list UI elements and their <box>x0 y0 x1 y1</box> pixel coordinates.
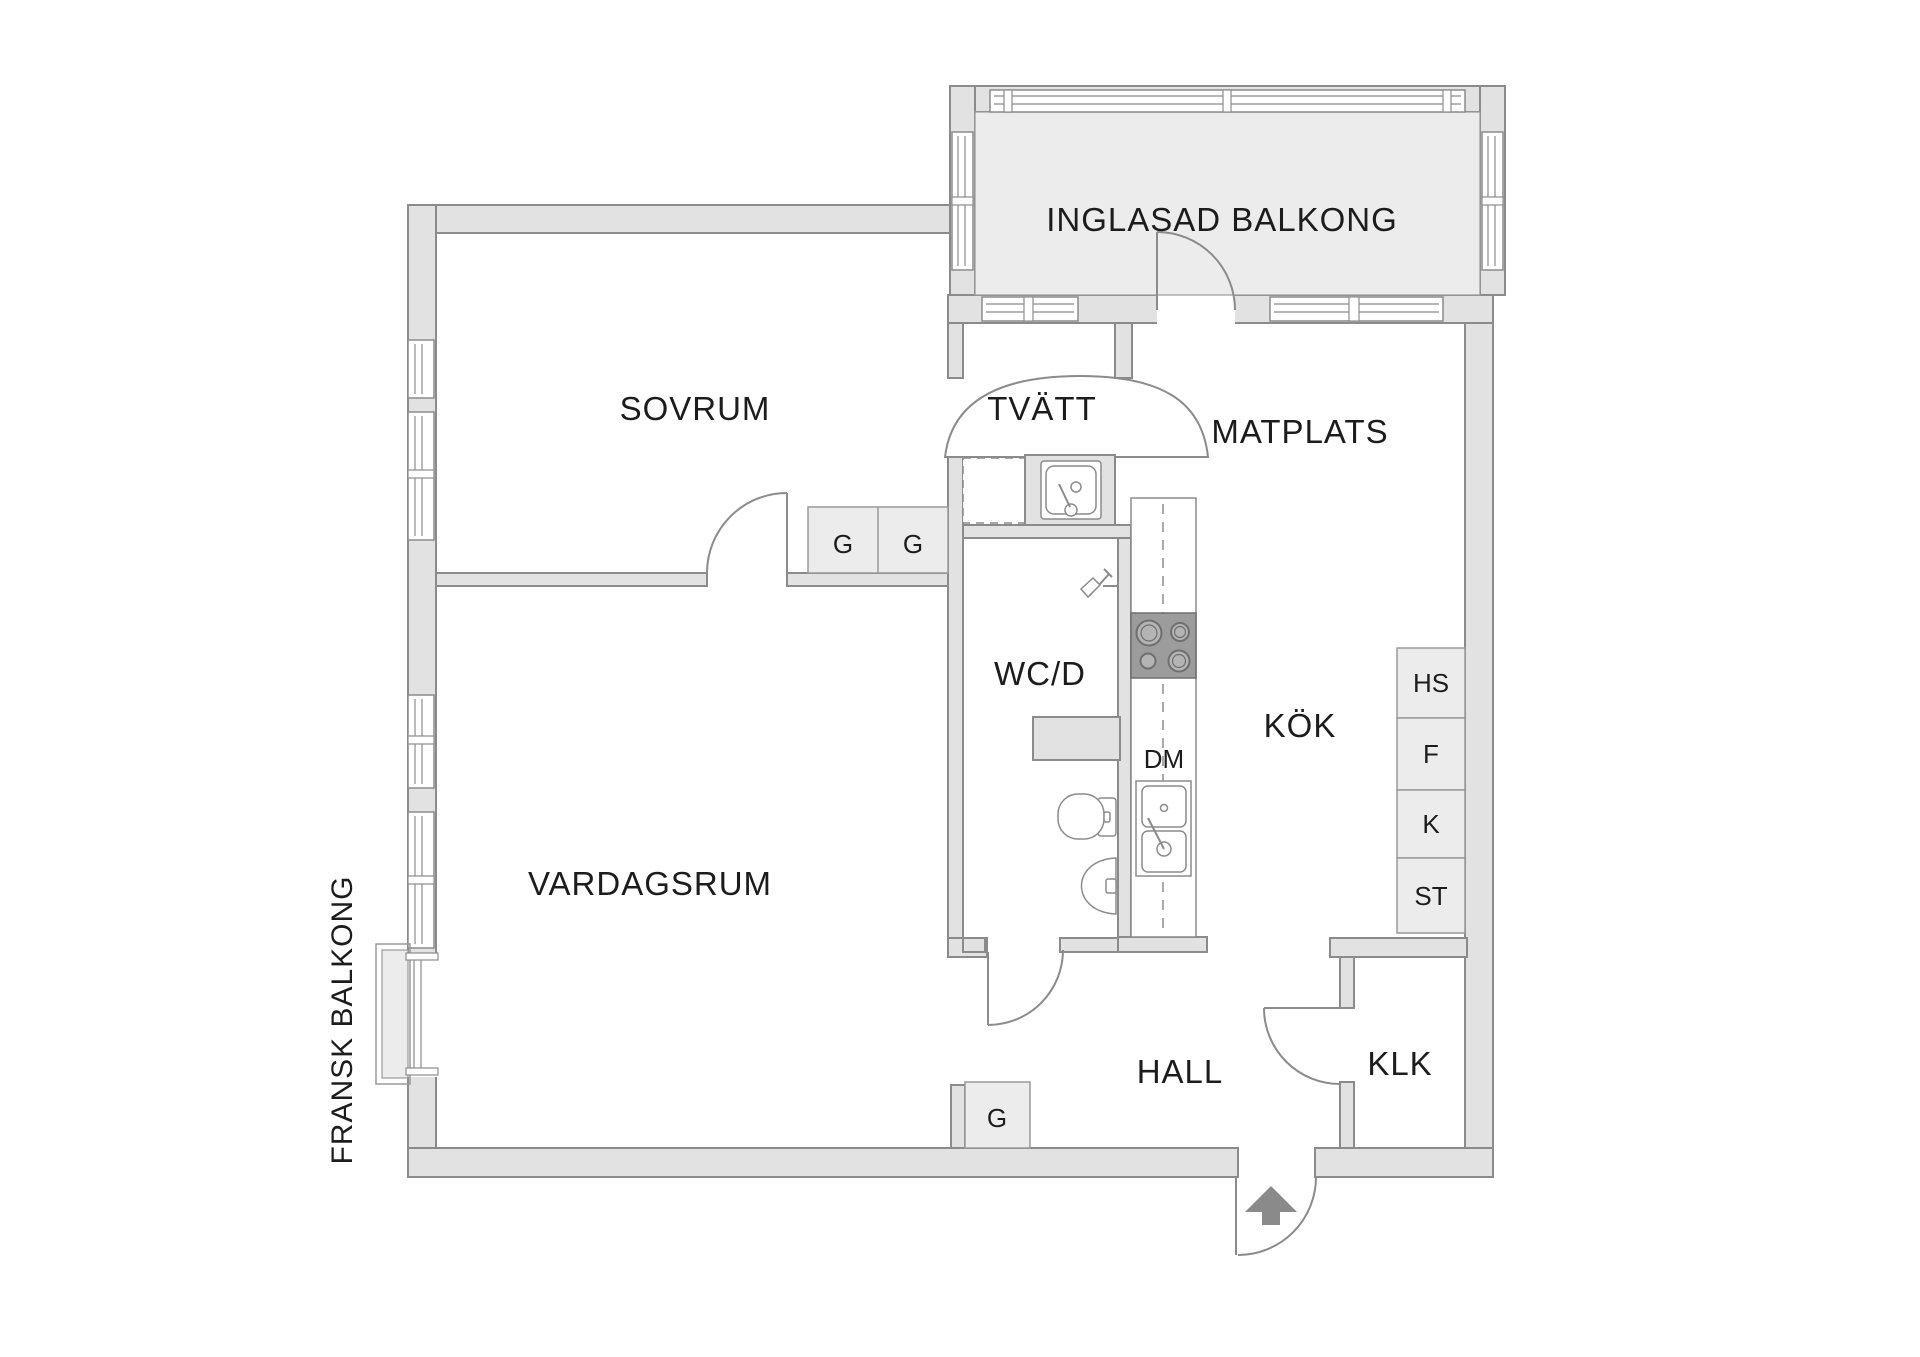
laundry-window <box>981 296 1079 322</box>
glazed-balcony-floor <box>974 111 1481 296</box>
wardrobe-label-3: G <box>987 1103 1007 1133</box>
room-label-french-balcony: FRANSK BALKONG <box>326 875 359 1164</box>
room-labels: SOVRUM VARDAGSRUM TVÄTT WC/D MATPLATS KÖ… <box>326 201 1432 1165</box>
room-label-bedroom: SOVRUM <box>620 390 771 427</box>
wc-door <box>987 949 1064 1026</box>
wc-fixtures <box>1057 568 1118 915</box>
wardrobe-label-2: G <box>903 529 923 559</box>
bedroom-door <box>706 492 788 574</box>
laundry-fixtures <box>962 454 1116 526</box>
wardrobe-label-1: G <box>833 529 853 559</box>
shower-mixer-icon <box>1079 568 1118 599</box>
laundry-sink-icon <box>1040 460 1102 520</box>
kitchen-counter <box>1130 497 1197 938</box>
wall-openings <box>406 293 1235 1077</box>
windows <box>375 89 1504 1085</box>
stove-icon <box>1130 612 1197 679</box>
appliance-label-f: F <box>1423 739 1439 769</box>
balcony-window-right <box>1481 131 1504 271</box>
room-label-closet: KLK <box>1367 1045 1432 1082</box>
wardrobes <box>807 506 1031 1149</box>
room-label-wc: WC/D <box>994 655 1086 692</box>
appliance-label-k: K <box>1422 809 1440 839</box>
living-room-window-1 <box>407 694 435 789</box>
closet-door <box>1263 1007 1341 1085</box>
balcony-door <box>1156 231 1236 311</box>
balcony-window-top <box>989 89 1466 113</box>
french-balcony <box>375 943 439 1085</box>
room-label-hall: HALL <box>1137 1053 1224 1090</box>
appliance-label-hs: HS <box>1413 668 1449 698</box>
kitchen-sink-icon <box>1135 780 1192 877</box>
washbasin-icon <box>1080 857 1117 915</box>
dishwasher-label: DM <box>1144 744 1184 774</box>
appliance-column <box>1396 647 1466 934</box>
toilet-icon <box>1057 793 1117 840</box>
passage-arch <box>943 374 1210 458</box>
appliance-box-st <box>1396 857 1466 934</box>
appliance-box-hs <box>1396 647 1466 719</box>
doors <box>706 231 1341 1256</box>
dining-window <box>1269 296 1444 322</box>
washing-machine-icon <box>962 457 1026 524</box>
bedroom-window <box>407 339 435 541</box>
bedroom-wardrobes <box>807 506 949 574</box>
room-label-dining: MATPLATS <box>1211 413 1388 450</box>
appliance-label-st: ST <box>1414 881 1447 911</box>
room-label-living-room: VARDAGSRUM <box>528 865 772 902</box>
hall-wardrobe <box>964 1081 1031 1149</box>
appliance-box-f <box>1396 717 1466 791</box>
entrance-door <box>1235 1176 1317 1256</box>
living-room-window-2 <box>407 811 435 949</box>
entrance-arrow-icon <box>1245 1186 1297 1225</box>
room-label-laundry: TVÄTT <box>987 390 1097 427</box>
balcony-window-left <box>951 131 974 271</box>
room-label-kitchen: KÖK <box>1264 707 1337 744</box>
room-label-glazed-balcony: INGLASAD BALKONG <box>1046 201 1398 238</box>
appliance-box-k <box>1396 789 1466 859</box>
fixture-labels: G G G DM HS F K ST <box>833 529 1449 1133</box>
